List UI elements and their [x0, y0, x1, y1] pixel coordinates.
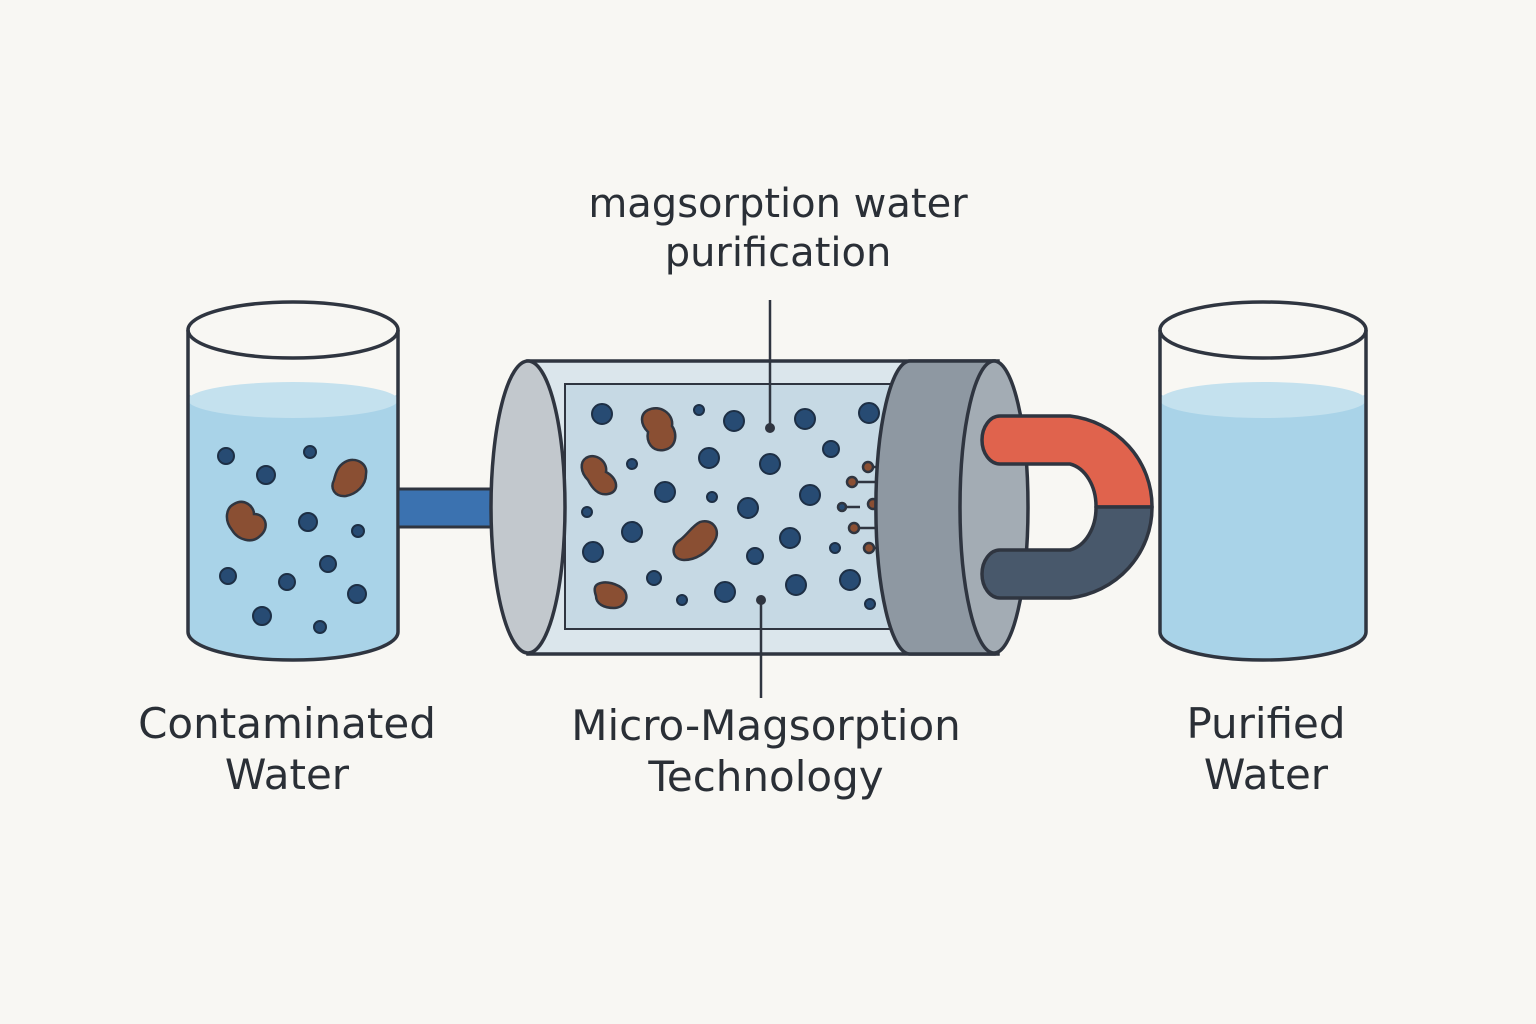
title-line-1: magsorption water: [588, 181, 968, 227]
purified-beaker-walls: [1158, 330, 1368, 662]
magnetic-particles-filter: [581, 402, 880, 610]
purified-water-label: Purified Water: [1116, 698, 1416, 800]
contaminated-water-surface: [188, 382, 398, 418]
magnet-north-pole: [980, 414, 1154, 509]
purified-label-line-2: Water: [1203, 750, 1329, 800]
contaminated-water-label: Contaminated Water: [87, 698, 487, 800]
purified-beaker-icon: [1158, 300, 1368, 662]
technology-label-line-1: Micro-Magsorption: [571, 701, 961, 750]
contaminant-blobs-left: [225, 458, 368, 542]
purified-water: [1160, 392, 1366, 660]
contaminated-water: [188, 392, 398, 660]
contaminated-label-line-2: Water: [224, 750, 350, 800]
purified-label-line-1: Purified: [1186, 699, 1346, 748]
horseshoe-magnet-icon: [980, 414, 1154, 600]
magnet-south-pole: [980, 505, 1154, 600]
contaminated-beaker-icon: [186, 300, 400, 662]
filter-cylinder-icon: [489, 359, 1030, 656]
purified-beaker-rim: [1158, 300, 1368, 360]
filter-outlet-cap: [958, 359, 1030, 655]
contaminated-beaker-rim: [186, 300, 400, 360]
filter-inlet-cap: [489, 359, 567, 655]
callout-lines: [756, 300, 775, 698]
contaminant-blobs-filter: [580, 407, 719, 610]
technology-label-line-2: Technology: [648, 752, 884, 802]
technology-label: Micro-Magsorption Technology: [516, 700, 1016, 802]
contaminated-label-line-1: Contaminated: [138, 699, 436, 748]
diagram-title: magsorption water purification: [478, 180, 1078, 278]
purified-water-surface: [1160, 382, 1366, 418]
title-line-2: purification: [664, 229, 892, 276]
magnetic-particles-left: [217, 445, 367, 634]
contaminated-beaker-walls: [186, 330, 400, 662]
